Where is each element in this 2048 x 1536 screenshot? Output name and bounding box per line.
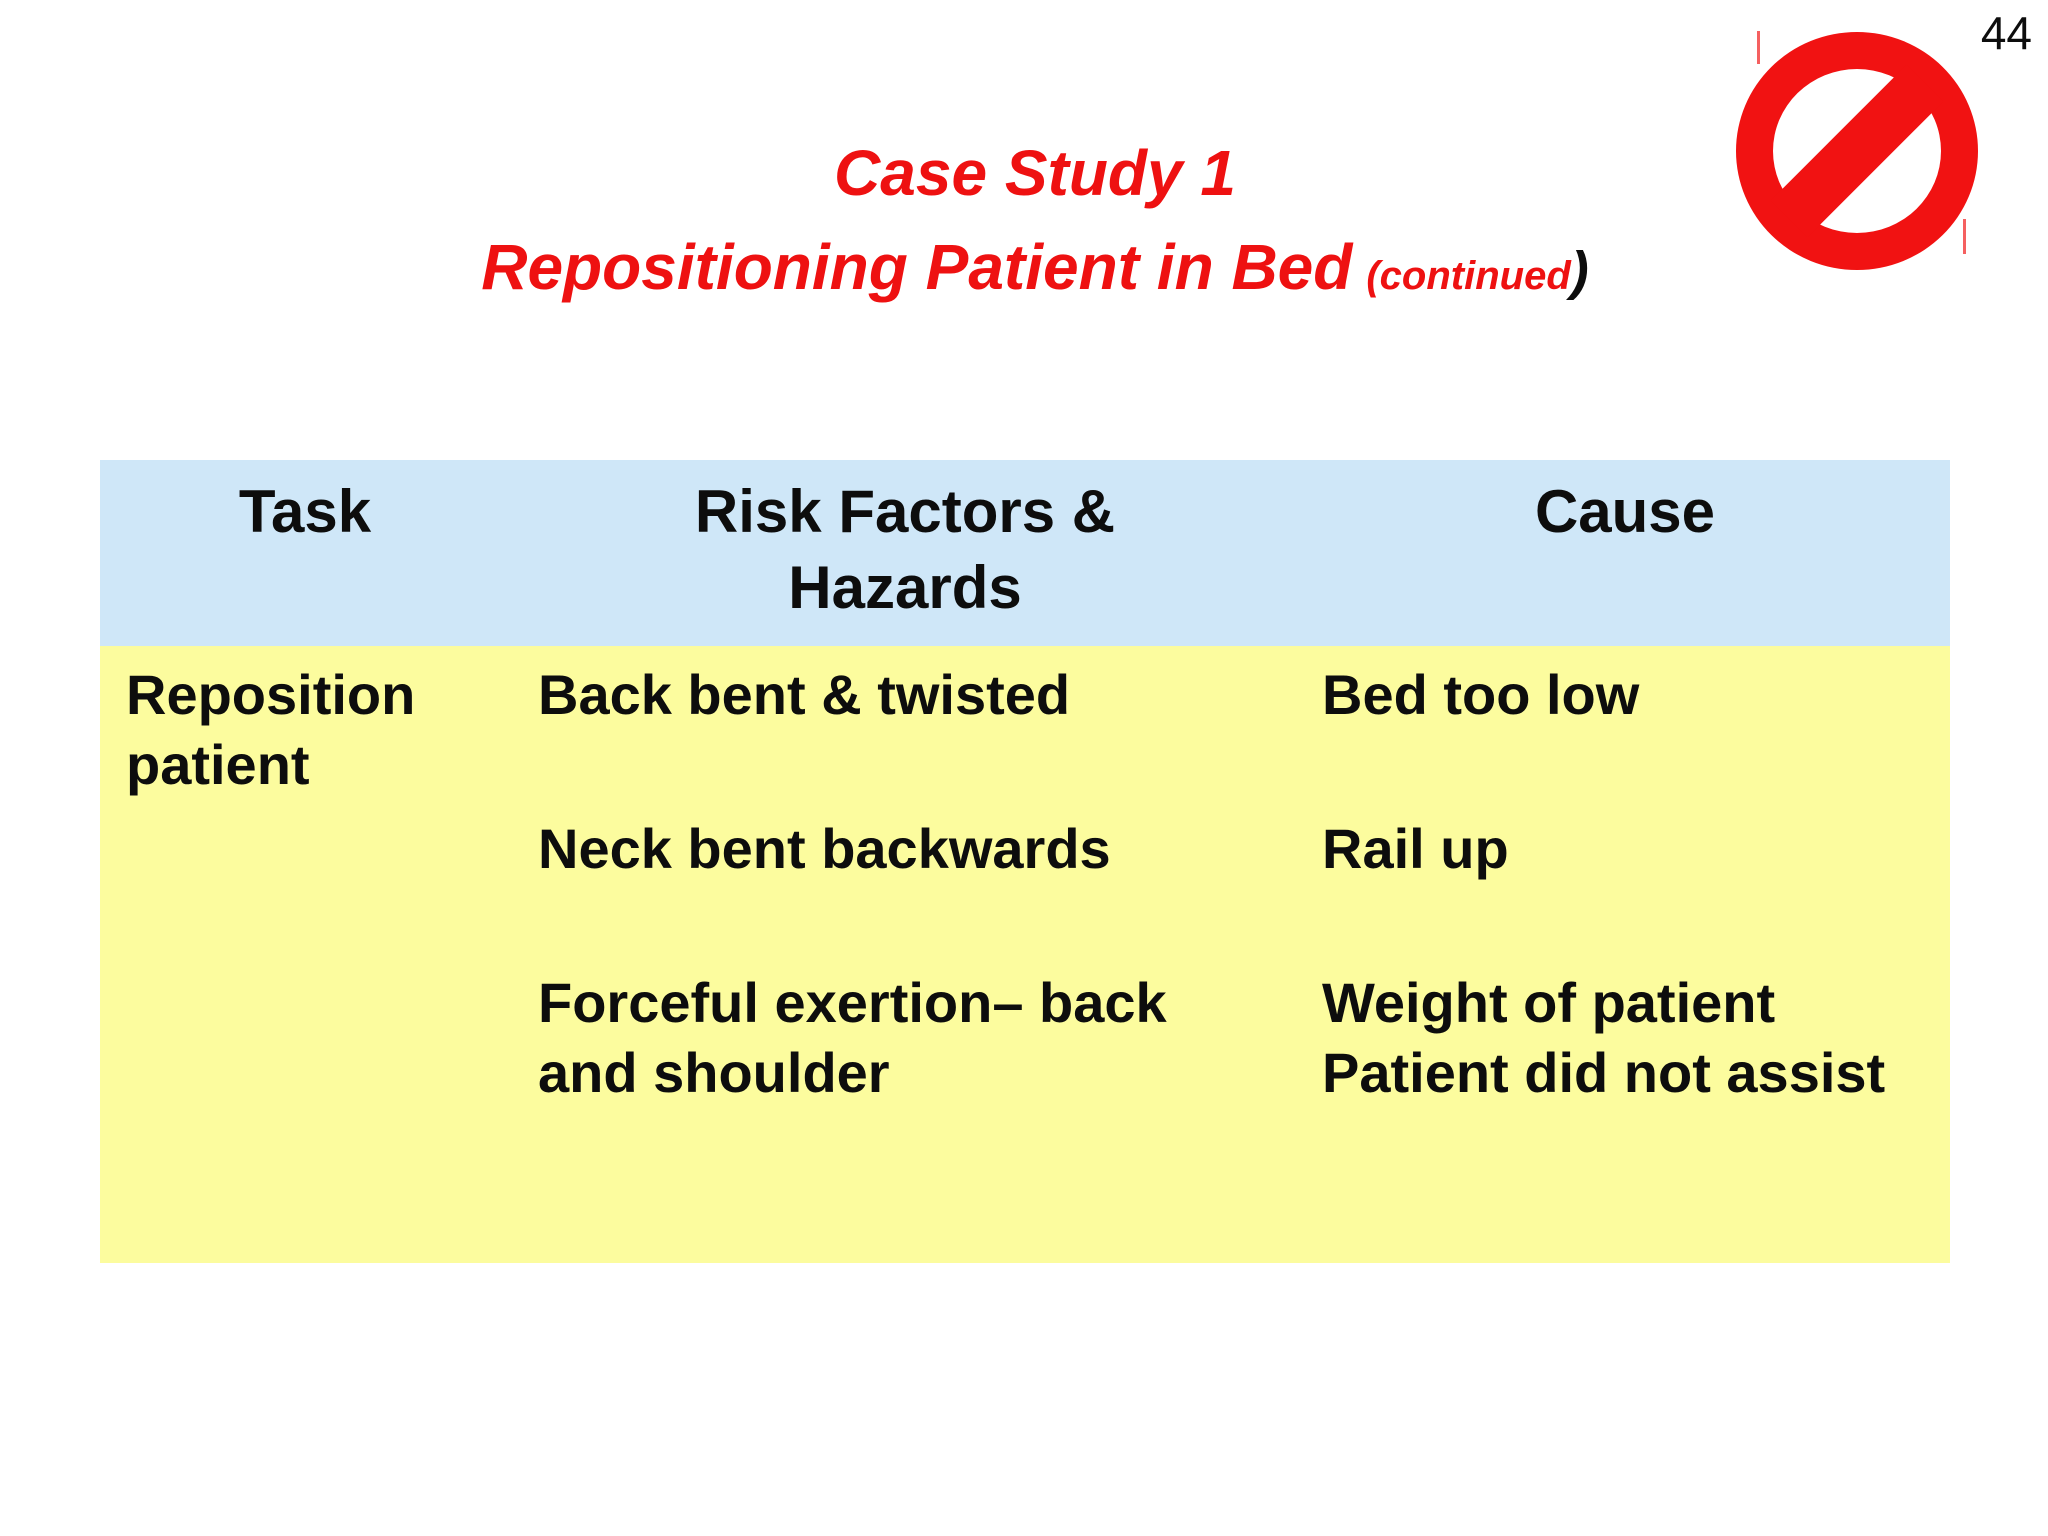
title-line-2: Repositioning Patient in Bed (continued) [100,220,1970,323]
column-header-risk-factors: Risk Factors & Hazards [510,460,1300,646]
cell-paragraph: Neck bent backwards [538,817,1111,880]
title-close-paren: ) [1570,241,1589,301]
cell-paragraph: Reposition patient [126,663,416,796]
page-number: 44 [1980,7,2032,59]
column-header-cause: Cause [1300,460,1950,646]
slide-title: Case Study 1 Repositioning Patient in Be… [100,126,1970,323]
cell-paragraph: Rail up [1322,817,1509,880]
column-header-cause-label: Cause [1534,478,1716,545]
title-line-1: Case Study 1 [834,137,1236,209]
red-tick-mark [1963,219,1966,254]
column-header-task: Task [100,460,510,646]
table-header-row: Task Risk Factors & Hazards Cause [100,460,1950,646]
cell-task: Reposition patient [100,646,510,1263]
column-header-task-label: Task [238,478,372,545]
red-tick-mark [1757,31,1760,64]
column-header-risk-factors-label: Risk Factors & Hazards [694,478,1116,621]
cell-paragraph: Back bent & twisted [538,663,1071,726]
title-line-2-main: Repositioning Patient in Bed [481,231,1353,303]
title-continued-note: (continued [1366,254,1571,298]
case-study-table: Task Risk Factors & Hazards Cause Reposi… [100,460,1950,1263]
cell-paragraph: Weight of patient Patient did not assist [1322,971,1886,1104]
cell-paragraph: Bed too low [1322,663,1640,726]
cell-paragraph: Forceful exertion– back and shoulder [538,971,1167,1104]
